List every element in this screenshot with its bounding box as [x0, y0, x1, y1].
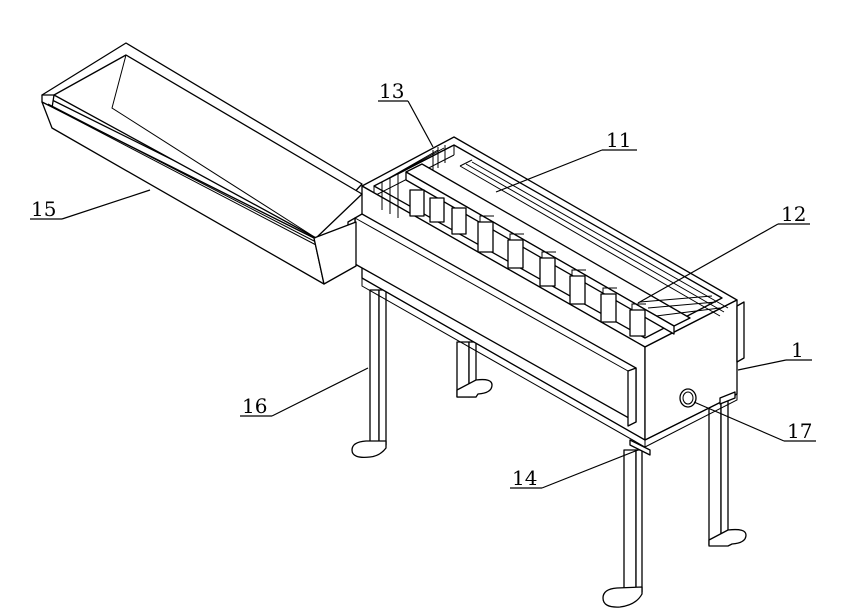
teeth [409, 189, 646, 337]
rail-strips [639, 295, 721, 317]
foot-back-left [456, 378, 493, 398]
label-12: 12 [781, 202, 806, 226]
label-13: 13 [379, 79, 404, 103]
label-11: 11 [606, 128, 631, 152]
label-17: 17 [787, 419, 812, 443]
leader-13 [407, 100, 434, 148]
tooth-8 [600, 293, 617, 323]
label-15: 15 [31, 197, 56, 221]
tooth-7 [569, 275, 586, 305]
leg-front-left-side [378, 289, 387, 446]
posts-13 [432, 145, 446, 170]
leader-15 [61, 189, 151, 220]
leader-12 [637, 223, 779, 304]
leader-16 [271, 367, 369, 417]
tooth-4 [477, 221, 494, 253]
leader-11 [495, 149, 603, 193]
tooth-6 [539, 257, 556, 287]
leader-14 [541, 449, 639, 489]
screen-11 [459, 159, 729, 317]
partition-left [381, 145, 453, 218]
bracket-right [719, 391, 736, 405]
leg-front-left [369, 289, 380, 446]
outlet-17 [679, 388, 697, 408]
leg-back-right [708, 394, 722, 546]
leg-front-right-side [635, 449, 643, 593]
leg-back-right-side [720, 394, 729, 546]
tooth-2 [429, 197, 445, 223]
leader-1 [737, 359, 787, 371]
tooth-5 [507, 239, 524, 269]
tooth-3 [451, 207, 467, 235]
leader-17 [693, 401, 785, 442]
tooth-1 [409, 189, 425, 217]
hopper-fold [111, 54, 317, 239]
outlet-bore [682, 391, 694, 405]
foot-front-right [602, 586, 643, 608]
label-1: 1 [791, 338, 804, 362]
hopper-inner [53, 54, 363, 239]
label-14: 14 [512, 466, 537, 490]
outlet-ring [679, 388, 697, 408]
foot-back-right [708, 528, 747, 547]
label-16: 16 [242, 394, 267, 418]
tooth-9 [629, 309, 646, 337]
bracket-14 [629, 439, 651, 456]
hopper-outlet-end [313, 221, 357, 285]
legs [351, 289, 747, 608]
tooth-tops [479, 215, 646, 310]
rail-end-right [627, 367, 637, 427]
hopper-15 [41, 42, 363, 285]
leg-front-right [623, 449, 637, 593]
hopper-lip [47, 103, 319, 247]
box-side-plate [736, 301, 745, 363]
callouts: 13 11 12 15 1 16 17 14 [30, 79, 816, 490]
box-bottom-band-end [644, 393, 738, 448]
foot-front-left [351, 440, 387, 458]
